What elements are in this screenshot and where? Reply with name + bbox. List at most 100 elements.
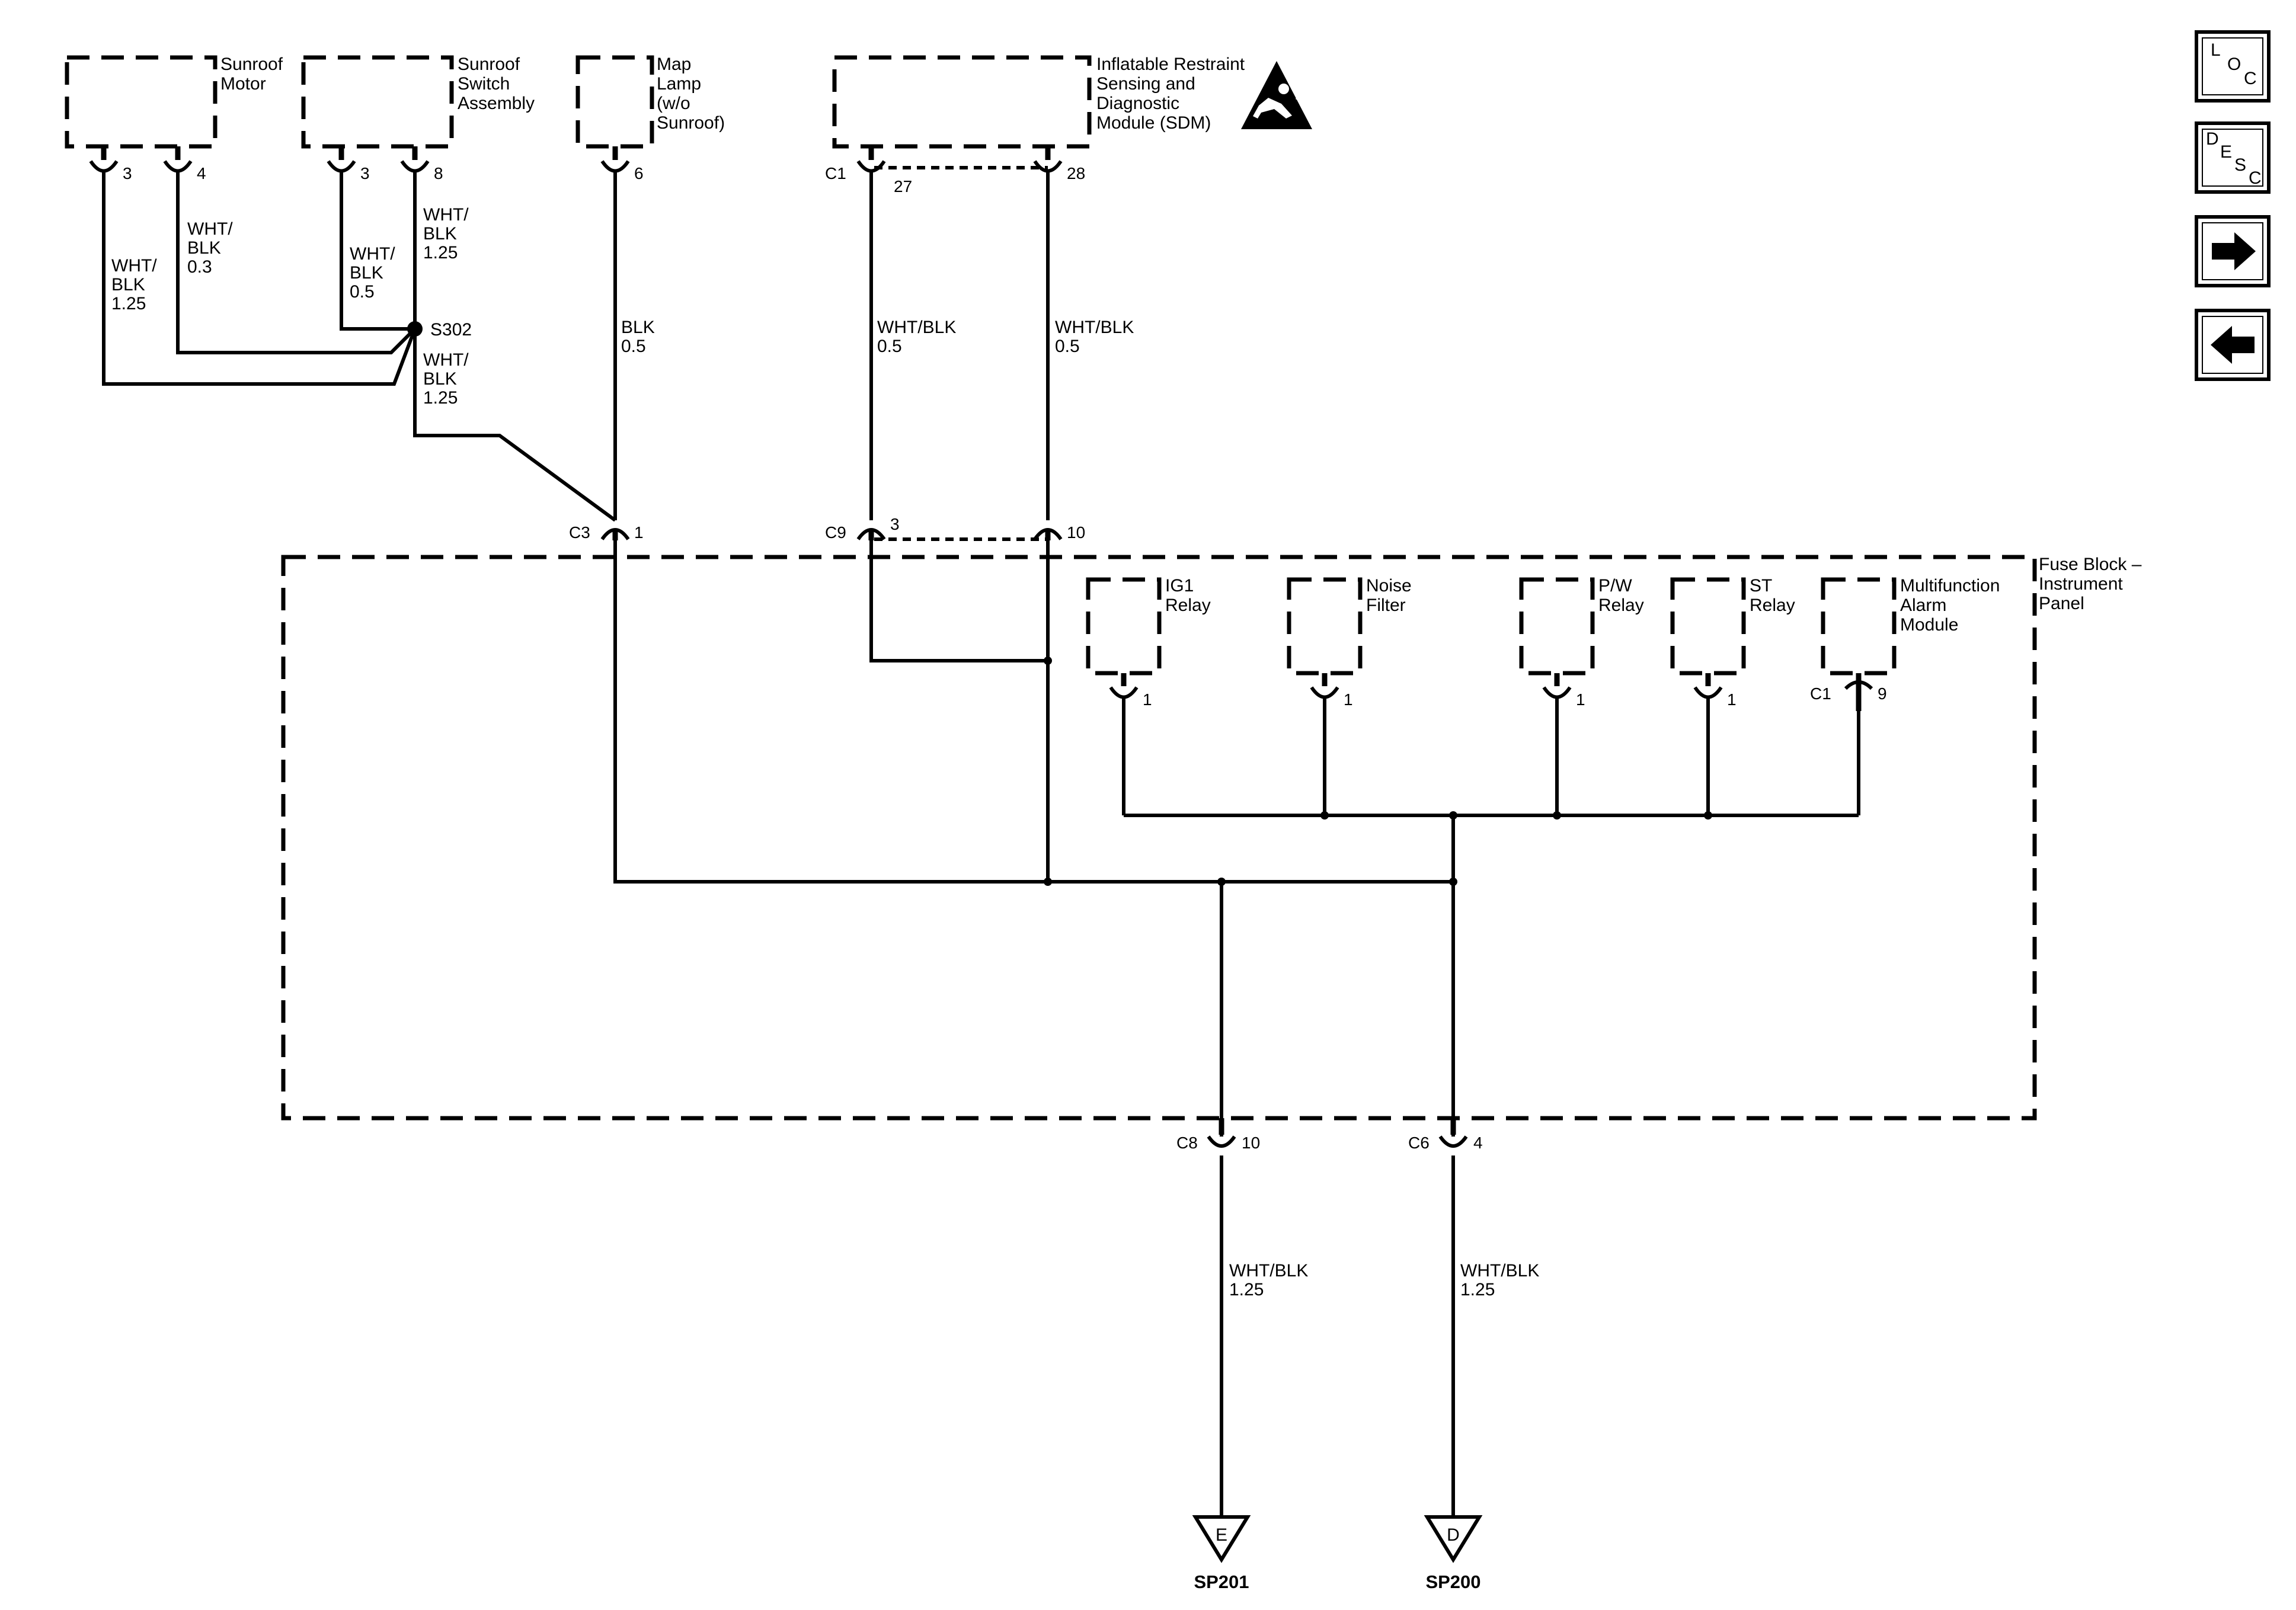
wire-label-c8: WHT/BLK 1.25 xyxy=(1229,1261,1308,1299)
nav-desc-letter: E xyxy=(2220,142,2232,162)
label-st-relay: ST Relay xyxy=(1750,576,1795,615)
nav-next-button[interactable] xyxy=(2195,215,2271,287)
svg-text:Multifunction: Multifunction xyxy=(1900,576,2000,596)
svg-text:3: 3 xyxy=(360,164,370,183)
wire-label-motor-3: WHT/ BLK 1.25 xyxy=(111,256,157,313)
wire-motor-3 xyxy=(102,172,417,386)
terminal-c6-4 xyxy=(1438,1135,1468,1148)
nav-desc-letter: S xyxy=(2234,155,2246,175)
wire-s302-out xyxy=(413,329,616,522)
terminal-ig1-1 xyxy=(1109,686,1139,699)
wire-label-lamp: BLK 0.5 xyxy=(621,318,655,356)
label-sunroof-switch: Sunroof Switch Assembly xyxy=(458,55,535,113)
svg-text:WHT/BLK: WHT/BLK xyxy=(1229,1261,1308,1281)
svg-text:0.5: 0.5 xyxy=(1055,337,1080,356)
svg-text:WHT/BLK: WHT/BLK xyxy=(877,318,956,337)
svg-text:Relay: Relay xyxy=(1750,596,1795,615)
wire-label-switch-8: WHT/ BLK 1.25 xyxy=(423,205,469,263)
svg-text:BLK: BLK xyxy=(187,238,221,258)
svg-text:3: 3 xyxy=(123,164,132,183)
junction-dot xyxy=(1320,811,1329,820)
terminal-alarm-9 xyxy=(1844,680,1873,690)
sdm-box xyxy=(832,55,1092,149)
svg-text:6: 6 xyxy=(634,164,644,183)
wire-label-sdm-28: WHT/BLK 0.5 xyxy=(1055,318,1134,356)
svg-text:IG1: IG1 xyxy=(1165,576,1194,596)
svg-text:10: 10 xyxy=(1242,1134,1260,1152)
svg-text:28: 28 xyxy=(1067,164,1085,183)
wire-c3-internal xyxy=(613,539,1453,884)
svg-text:C9: C9 xyxy=(825,523,846,542)
svg-text:1: 1 xyxy=(1344,690,1353,709)
label-sdm: Inflatable Restraint Sensing and Diagnos… xyxy=(1096,55,1245,133)
svg-text:Motor: Motor xyxy=(220,74,266,94)
junction-dot xyxy=(1449,811,1457,820)
svg-text:BLK: BLK xyxy=(350,263,383,283)
label-sunroof-motor: Sunroof Motor xyxy=(220,55,283,94)
ground-d-letter: D xyxy=(1447,1525,1460,1545)
svg-text:Fuse Block –: Fuse Block – xyxy=(2039,555,2142,574)
svg-text:1.25: 1.25 xyxy=(1229,1280,1264,1299)
airbag-warning-icon xyxy=(1241,61,1312,129)
nav-loc-letter: C xyxy=(2244,69,2257,88)
svg-text:Noise: Noise xyxy=(1366,576,1412,596)
terminal-switch-3 xyxy=(327,160,356,173)
nav-prev-button[interactable] xyxy=(2195,309,2271,381)
ground-d-symbol xyxy=(1424,1515,1483,1563)
terminal-c8-10 xyxy=(1207,1135,1236,1148)
junction-dot xyxy=(1449,878,1457,886)
svg-text:WHT/: WHT/ xyxy=(423,205,469,225)
svg-text:Sunroof: Sunroof xyxy=(220,55,283,74)
wire-switch-3 xyxy=(340,172,415,331)
svg-text:Filter: Filter xyxy=(1366,596,1406,615)
svg-text:WHT/: WHT/ xyxy=(423,350,469,370)
svg-text:Panel: Panel xyxy=(2039,594,2084,613)
terminal-sdm-27 xyxy=(856,160,886,173)
wire-label-switch-3: WHT/ BLK 0.5 xyxy=(350,244,395,302)
st-relay-box xyxy=(1670,577,1746,676)
junction-dot xyxy=(1704,811,1712,820)
svg-text:1: 1 xyxy=(1143,690,1152,709)
label-map-lamp: Map Lamp (w/o Sunroof) xyxy=(657,55,725,133)
nav-loc-letter: O xyxy=(2227,55,2241,74)
svg-text:Relay: Relay xyxy=(1165,596,1211,615)
svg-text:27: 27 xyxy=(894,177,912,196)
nav-desc-letter: C xyxy=(2249,168,2262,188)
svg-text:0.5: 0.5 xyxy=(350,282,375,302)
svg-text:C1: C1 xyxy=(1810,684,1831,703)
nav-desc-letter: D xyxy=(2206,129,2219,149)
sunroof-switch-box xyxy=(301,55,454,149)
svg-text:8: 8 xyxy=(434,164,443,183)
splice-s302 xyxy=(407,321,423,337)
svg-text:1: 1 xyxy=(1727,690,1737,709)
splice-s302-label: S302 xyxy=(430,320,472,340)
svg-text:0.5: 0.5 xyxy=(877,337,902,356)
wire-label-s302-out: WHT/ BLK 1.25 xyxy=(423,350,469,408)
junction-dot xyxy=(1553,811,1561,820)
noise-filter-box xyxy=(1287,577,1363,676)
svg-text:(w/o: (w/o xyxy=(657,94,690,113)
svg-text:P/W: P/W xyxy=(1598,576,1632,596)
arrow-left-icon xyxy=(2211,326,2255,364)
svg-text:BLK: BLK xyxy=(621,318,655,337)
nav-loc-button[interactable]: L O C xyxy=(2195,30,2271,103)
svg-text:WHT/: WHT/ xyxy=(350,244,395,264)
svg-text:0.3: 0.3 xyxy=(187,257,212,277)
nav-desc-button[interactable]: D E S C xyxy=(2195,121,2271,194)
svg-text:C3: C3 xyxy=(569,523,590,542)
label-fuse-block: Fuse Block – Instrument Panel xyxy=(2039,555,2142,613)
svg-text:1.25: 1.25 xyxy=(111,294,146,313)
svg-text:1: 1 xyxy=(1576,690,1585,709)
svg-text:BLK: BLK xyxy=(423,224,457,244)
svg-text:Lamp: Lamp xyxy=(657,74,701,94)
junction-dot xyxy=(1044,657,1052,665)
svg-text:Inflatable Restraint: Inflatable Restraint xyxy=(1096,55,1245,74)
svg-text:1.25: 1.25 xyxy=(423,388,458,408)
svg-text:WHT/: WHT/ xyxy=(187,219,233,239)
wire-motor-4 xyxy=(176,172,417,354)
svg-text:9: 9 xyxy=(1878,684,1887,703)
svg-text:Relay: Relay xyxy=(1598,596,1644,615)
svg-text:Module (SDM): Module (SDM) xyxy=(1096,113,1211,133)
map-lamp-box xyxy=(575,55,654,149)
wire-label-sdm-27: WHT/BLK 0.5 xyxy=(877,318,956,356)
